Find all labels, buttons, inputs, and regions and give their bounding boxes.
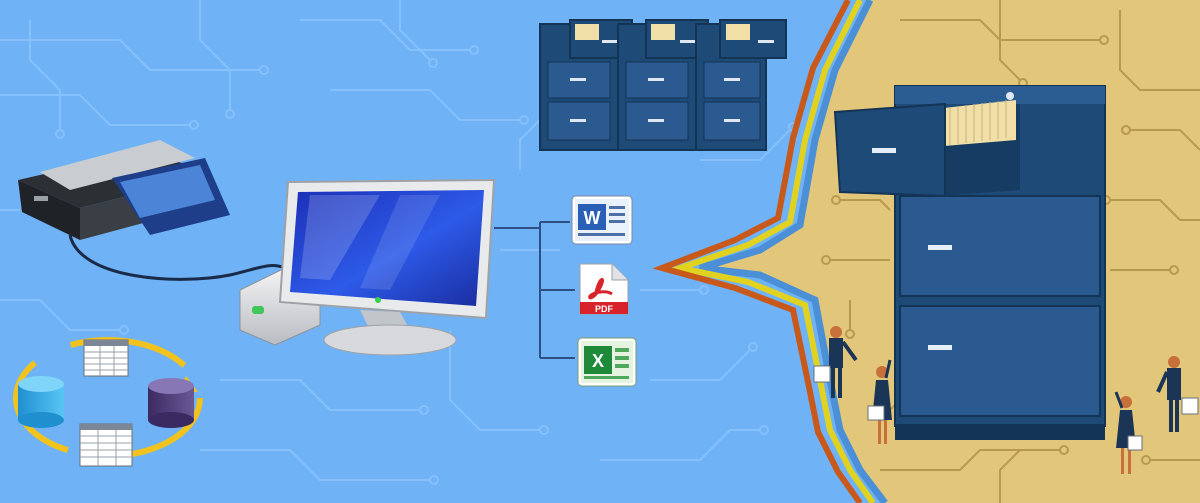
- filing-cabinet-1: [539, 19, 633, 151]
- scanner-cable: [68, 234, 286, 281]
- pdf-icon-label: PDF: [595, 304, 614, 314]
- scanner: [18, 140, 230, 240]
- large-filing-cabinet: [833, 85, 1106, 440]
- person-man-left: [813, 326, 858, 398]
- filing-cabinet-3: [695, 19, 787, 151]
- filing-cabinet-2: [617, 19, 709, 151]
- pdf-document-icon: PDF: [579, 263, 629, 315]
- excel-icon-letter: X: [592, 351, 604, 371]
- computer: [239, 178, 496, 356]
- person-woman-middle: [867, 359, 892, 444]
- person-man-right: [1156, 356, 1199, 432]
- filing-cabinets-row: [539, 19, 787, 151]
- excel-spreadsheet-icon: X: [577, 337, 637, 387]
- data-sheet-icon-top: [83, 339, 129, 377]
- database-sync-cycle: [13, 337, 203, 467]
- connector-lines: [494, 221, 575, 359]
- database-blue-icon: [18, 376, 64, 428]
- word-document-icon: W: [571, 195, 633, 245]
- database-purple-icon: [148, 378, 194, 428]
- person-woman-right: [1114, 391, 1143, 474]
- data-sheet-icon-bottom: [79, 423, 133, 467]
- word-icon-letter: W: [584, 208, 601, 228]
- circuit-pattern-left: [0, 0, 798, 485]
